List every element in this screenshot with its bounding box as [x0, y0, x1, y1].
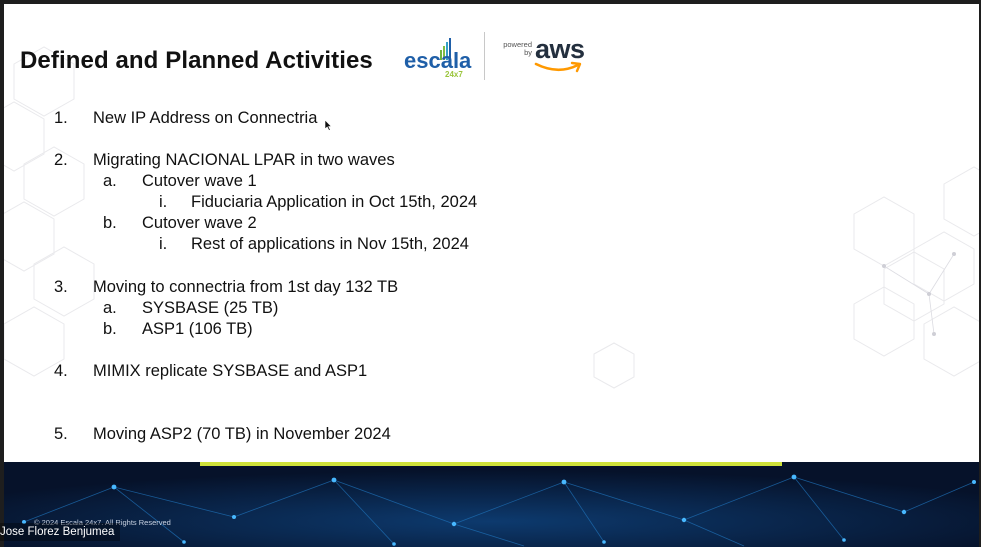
list-item-text: New IP Address on Connectria — [93, 109, 318, 127]
copyright-text: © 2024 Escala 24x7. All Rights Reserved — [34, 518, 171, 527]
aws-wordmark: aws — [535, 34, 585, 64]
list-item-text: ASP1 (106 TB) — [142, 320, 253, 338]
list-marker: a. — [103, 172, 117, 190]
list-subitem: b. Cutover wave 2 — [103, 214, 257, 233]
list-item-text: Cutover wave 2 — [142, 214, 257, 232]
list-item-text: Cutover wave 1 — [142, 172, 257, 190]
svg-text:24x7: 24x7 — [445, 70, 463, 79]
list-item-text: Rest of applications in Nov 15th, 2024 — [191, 235, 469, 253]
list-item-text: Moving to connectria from 1st day 132 TB — [93, 278, 399, 296]
slide: Defined and Planned Activities escala 24… — [4, 4, 979, 547]
list-subitem: b. ASP1 (106 TB) — [103, 320, 253, 339]
escala-logo: escala 24x7 — [404, 38, 472, 79]
list-marker: 1. — [54, 109, 68, 127]
aws-smile-icon — [534, 61, 582, 73]
list-item: 2. Migrating NACIONAL LPAR in two waves — [54, 151, 395, 170]
logo-divider — [484, 32, 485, 80]
list-item: 4. MIMIX replicate SYSBASE and ASP1 — [54, 362, 367, 381]
list-item: 5. Moving ASP2 (70 TB) in November 2024 — [54, 425, 391, 444]
accent-line — [200, 462, 782, 466]
list-marker: b. — [103, 320, 117, 338]
hexagon-background — [4, 46, 979, 389]
list-item-text: Fiduciaria Application in Oct 15th, 2024 — [191, 193, 478, 211]
list-marker: i. — [159, 235, 168, 253]
slide-footer-band: © 2024 Escala 24x7. All Rights Reserved — [4, 462, 979, 547]
list-item-text: Migrating NACIONAL LPAR in two waves — [93, 151, 395, 169]
list-marker: 4. — [54, 362, 68, 380]
list-item-text: SYSBASE (25 TB) — [142, 299, 279, 317]
list-marker: a. — [103, 299, 117, 317]
powered-by-label: powered by — [503, 40, 532, 57]
mouse-pointer-icon — [324, 119, 332, 131]
network-pattern-background — [4, 462, 979, 547]
list-item: 3. Moving to connectria from 1st day 132… — [54, 278, 398, 297]
list-marker: i. — [159, 193, 168, 211]
list-subsubitem: i. Rest of applications in Nov 15th, 202… — [159, 235, 469, 254]
slide-title: Defined and Planned Activities — [20, 47, 373, 74]
aws-logo: powered by aws — [498, 34, 588, 78]
participant-name-label: Jose Florez Benjumea — [0, 523, 121, 541]
list-marker: 5. — [54, 425, 68, 443]
list-subsubitem: i. Fiduciaria Application in Oct 15th, 2… — [159, 193, 477, 212]
list-marker: b. — [103, 214, 117, 232]
list-item: 1. New IP Address on Connectria — [54, 109, 317, 128]
list-subitem: a. Cutover wave 1 — [103, 172, 257, 191]
list-item-text: MIMIX replicate SYSBASE and ASP1 — [93, 362, 368, 380]
list-marker: 2. — [54, 151, 68, 169]
svg-text:escala: escala — [404, 48, 472, 73]
list-subitem: a. SYSBASE (25 TB) — [103, 299, 278, 318]
list-marker: 3. — [54, 278, 68, 296]
list-item-text: Moving ASP2 (70 TB) in November 2024 — [93, 425, 391, 443]
